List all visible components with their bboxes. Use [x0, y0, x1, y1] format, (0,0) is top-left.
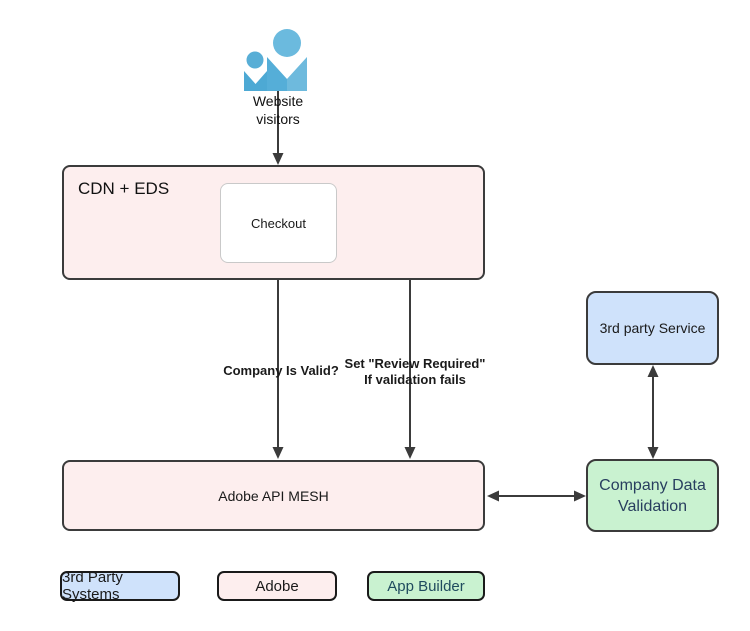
adobe-api-mesh-label: Adobe API MESH: [218, 487, 329, 504]
legend-adobe: Adobe: [217, 571, 337, 601]
cdn-eds-title: CDN + EDS: [78, 179, 170, 198]
website-visitors-label: Website visitors: [253, 92, 303, 128]
edge-label-review-required: Set "Review Required" If validation fail…: [345, 356, 486, 388]
website-visitors-icon: [244, 29, 307, 91]
edge-label-review-line2: If validation fails: [364, 372, 466, 387]
website-visitors-label-line1: Website: [252, 93, 304, 109]
arrow-mesh-validation: [487, 490, 586, 502]
edge-label-review-line1: Set "Review Required": [344, 356, 486, 371]
legend-app-builder: App Builder: [367, 571, 485, 601]
adobe-api-mesh-box: Adobe API MESH: [62, 460, 485, 531]
website-visitors-label-line2: visitors: [256, 111, 300, 127]
company-data-validation-line2: Validation: [617, 497, 688, 515]
company-data-validation-box: Company Data Validation: [586, 459, 719, 532]
arrow-service-validation: [647, 365, 659, 459]
edge-label-company-valid: Company Is Valid?: [223, 363, 339, 378]
third-party-service-label: 3rd party Service: [599, 320, 706, 336]
arrow-company-valid: [272, 263, 284, 459]
arrow-visitors-to-cdn: [272, 88, 284, 165]
third-party-service-box: 3rd party Service: [586, 291, 719, 365]
checkout-label: Checkout: [251, 215, 306, 231]
company-data-validation-line1: Company Data: [599, 476, 706, 494]
legend-third-party-systems: 3rd Party Systems: [60, 569, 180, 603]
checkout-box: Checkout: [220, 183, 337, 263]
